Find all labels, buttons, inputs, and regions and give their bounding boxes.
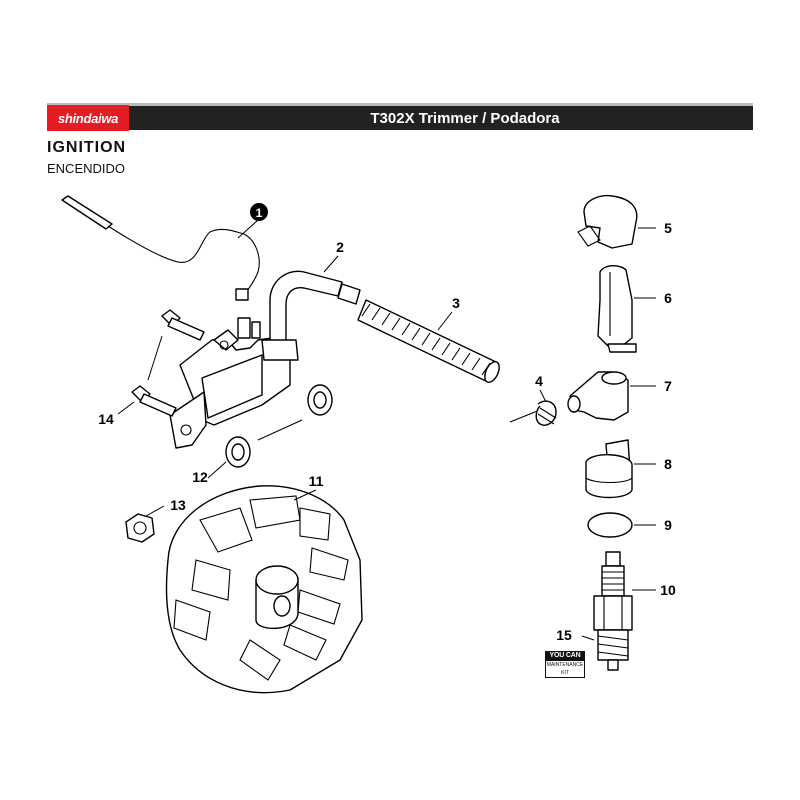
part-boot-tube	[261, 270, 361, 361]
maintenance-kit-logo: YOU CAN MAINTENANCE KIT	[545, 651, 585, 678]
callout-7: 7	[664, 378, 672, 394]
section-title: IGNITION	[47, 139, 127, 156]
part-nut	[125, 505, 165, 543]
callout-3: 3	[452, 295, 460, 311]
callout-13: 13	[170, 497, 186, 513]
kit-logo-top: YOU CAN	[545, 651, 585, 661]
part-ignition-wire	[61, 195, 260, 301]
callout-8: 8	[664, 456, 672, 472]
part-ignition-coil	[169, 317, 291, 449]
part-flywheel	[165, 485, 363, 694]
leader-lines	[117, 219, 595, 641]
callout-6: 6	[664, 290, 672, 306]
callout-5: 5	[664, 220, 672, 236]
callout-2: 2	[336, 239, 344, 255]
part-spring-cover	[357, 299, 500, 383]
callout-1: 1	[250, 203, 268, 221]
callout-15: 15	[556, 627, 572, 643]
callout-11: 11	[309, 473, 324, 489]
part-sleeve	[597, 265, 656, 353]
header-bar	[47, 106, 753, 130]
part-plug-boot	[567, 371, 656, 421]
part-grommet	[585, 439, 656, 499]
callout-4: 4	[535, 373, 543, 389]
part-o-ring	[587, 512, 656, 538]
brand-logo: shindaiwa	[47, 105, 129, 131]
part-spacers	[225, 384, 333, 468]
callout-9: 9	[664, 517, 672, 533]
model-title: T302X Trimmer / Podadora	[370, 109, 560, 127]
part-spark-plug	[593, 551, 656, 671]
part-spring	[509, 389, 557, 426]
callout-12: 12	[192, 469, 208, 485]
callout-1-label: 1	[256, 206, 263, 220]
kit-logo-bottom: MAINTENANCE KIT	[545, 661, 585, 678]
page-header: shindaiwa T302X Trimmer / Podadora	[47, 103, 753, 131]
callout-10: 10	[660, 582, 676, 598]
section-subtitle: ENCENDIDO	[47, 161, 126, 176]
part-screws	[131, 309, 205, 417]
header-shadow	[47, 103, 753, 108]
part-cap	[577, 194, 656, 249]
callout-14: 14	[98, 411, 114, 427]
